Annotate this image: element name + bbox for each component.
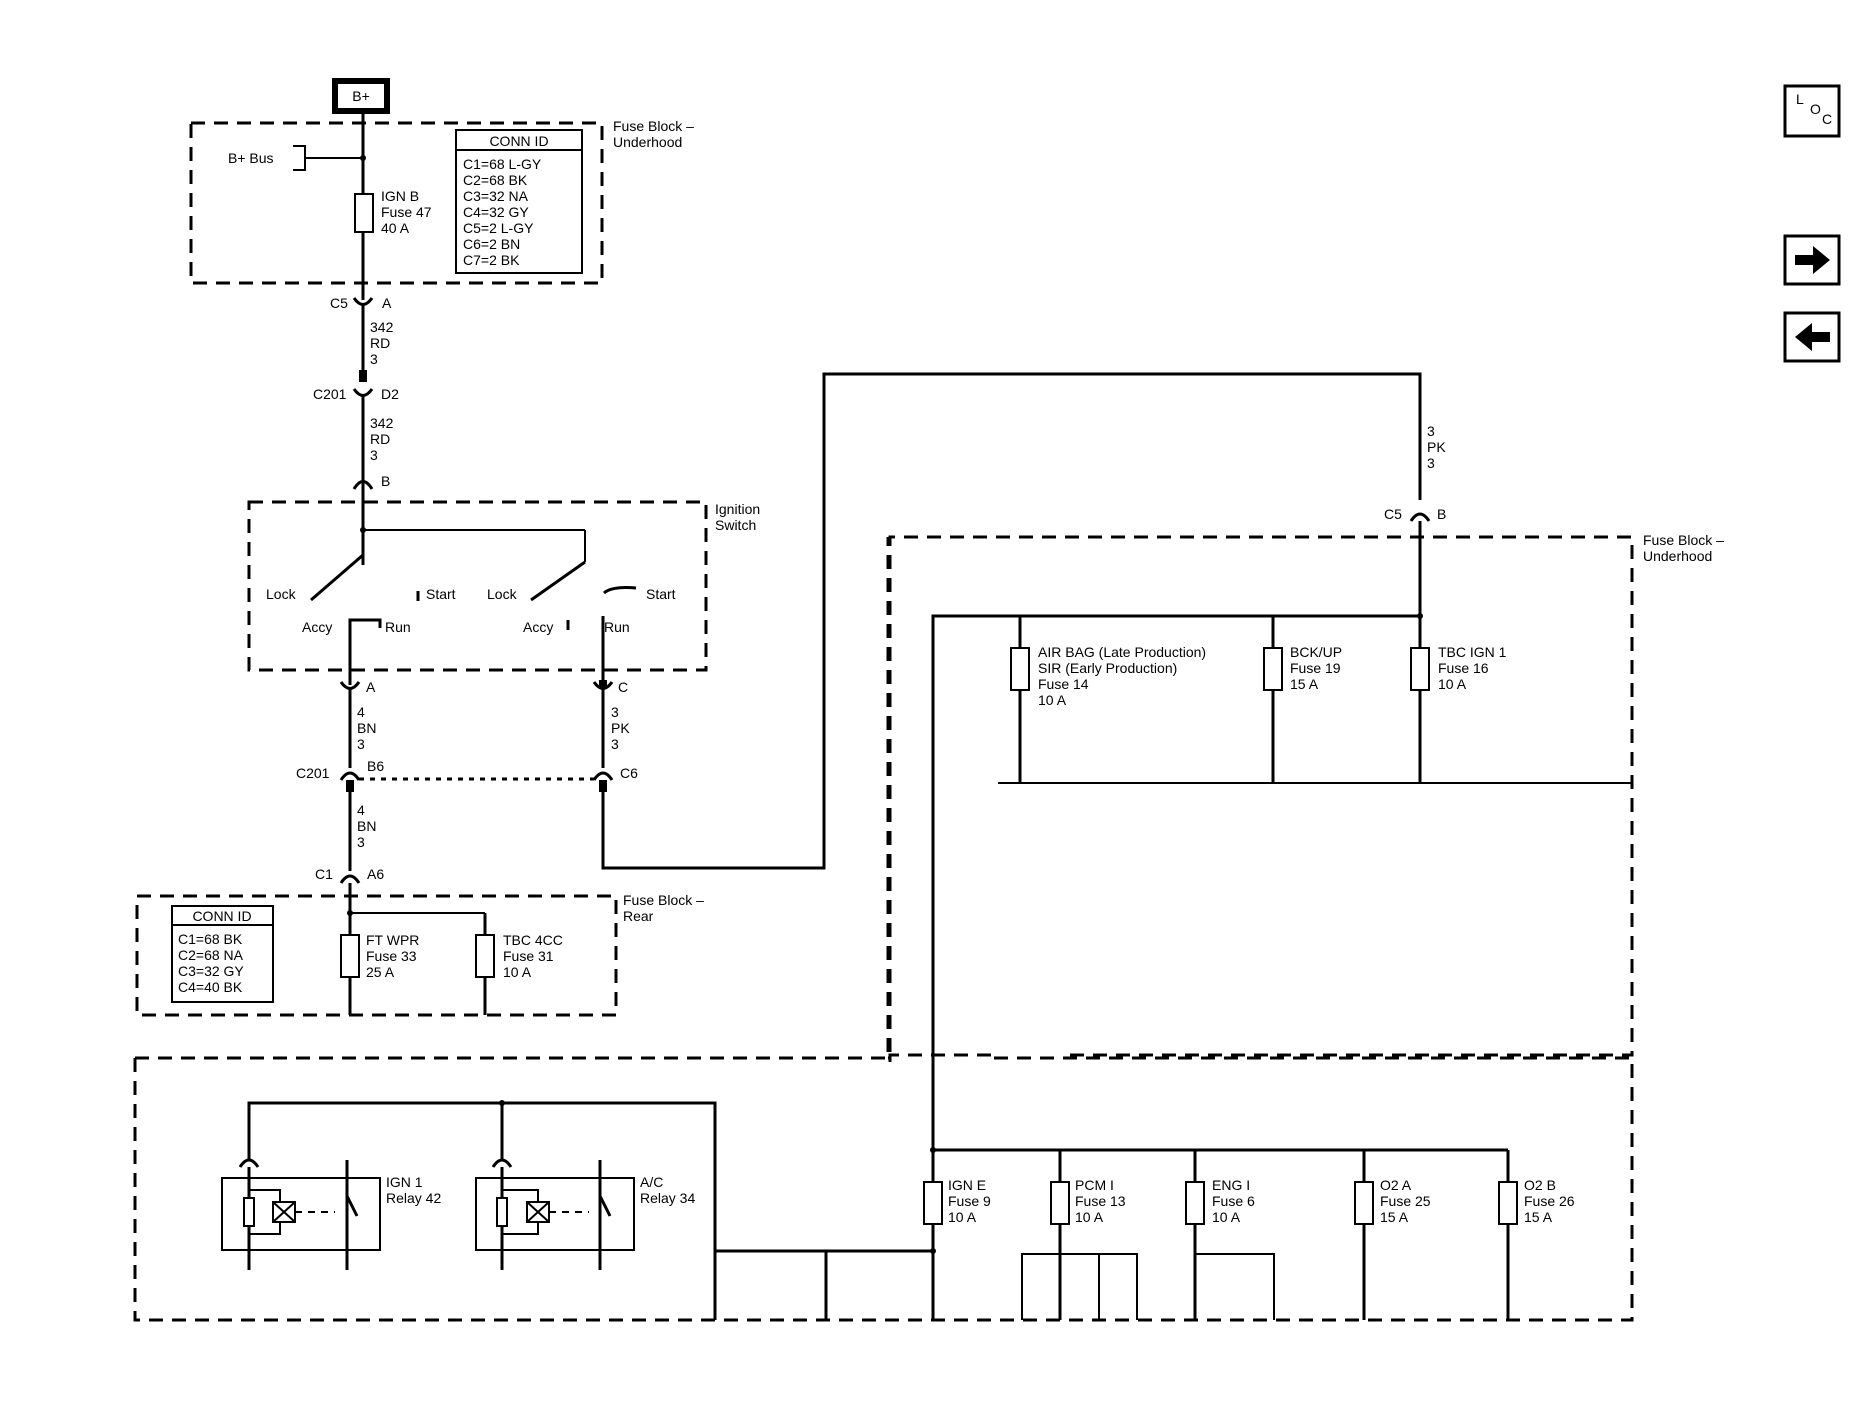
relay-ac-pin [491,1158,513,1168]
connector-c201-b6 [339,771,361,781]
fuse-air-bag [1010,647,1030,691]
relay-ign1-pin [238,1158,260,1168]
connector-c1-a6 [339,874,361,884]
fuse-block-rear-label: Fuse Block –Rear [623,892,704,924]
fuse-bck-up [1263,647,1283,691]
connector-c201-b6-label: C201 [296,765,330,781]
connector-c5-b-label: C5 [1384,506,1402,522]
fuse-air-bag-label: AIR BAG (Late Production)SIR (Early Prod… [1038,644,1206,708]
arrow-left-icon [1795,323,1830,351]
ignition-switch-block [247,500,708,672]
connector-switch-pin-c: C [618,679,628,695]
back-button[interactable] [1783,311,1841,363]
connector-c5-label: C5 [330,295,348,311]
connector-c5-pin-a: A [382,295,392,311]
loc-button[interactable]: L O C [1783,84,1841,138]
bplus-bus-label: B+ Bus [228,150,274,166]
switch-start-contact [603,586,637,595]
connector-c201-pin-b6: B6 [367,758,384,774]
switch-accy-label-2: Accy [523,619,553,635]
connector-c5-pin-b: B [1437,506,1446,522]
fuse-block-bottom [133,1056,1634,1322]
conn-id-title-top: CONN ID [489,133,548,149]
loc-letter-c: C [1822,111,1832,127]
fuse-tbc-ign-1 [1410,647,1430,691]
connector-pin-c6: C6 [620,765,638,781]
connector-c201-pin-d2: D2 [381,386,399,402]
fuse-block-underhood-top-label: Fuse Block –Underhood [613,118,694,150]
connector-c6 [592,771,614,781]
switch-lock-label-1: Lock [266,586,297,602]
relay-ac [475,1177,635,1251]
switch-start-label-1: Start [426,586,456,602]
battery-source-box [332,78,390,114]
connector-switch-a [339,681,361,690]
fuse-tbc-4cc [475,934,495,978]
wire-3pk-run [601,372,1422,870]
connector-c201-label: C201 [313,386,347,402]
conn-id-table-top [455,129,583,274]
connector-c1-pin-a6: A6 [367,866,384,882]
relay-ign-1 [221,1177,381,1251]
relay-supply-bus [247,1101,717,1320]
connector-c1-label: C1 [315,866,333,882]
switch-start-label-2: Start [646,586,676,602]
fuse-o2b [1498,1181,1518,1225]
fuse-block-rear [135,894,618,1017]
loc-letter-l: L [1796,91,1804,107]
battery-source-label: B+ [352,88,370,104]
fuse-pcm-i [1050,1181,1070,1225]
bus-bracket [293,145,306,171]
loc-letter-o: O [1810,101,1821,117]
conn-id-title-rear: CONN ID [192,908,251,924]
connector-switch-b [352,480,374,490]
arrow-right-icon [1795,246,1830,274]
fuse-eng-i [1185,1181,1205,1225]
switch-run-label-1: Run [385,619,411,635]
connector-c201-d2 [352,388,374,397]
connector-switch-pin-b: B [381,473,390,489]
switch-contact-accy-run [348,618,382,628]
connector-switch-pin-a: A [366,679,376,695]
switch-run-label-2: Run [604,619,630,635]
fuse-ign-e [923,1181,943,1225]
connector-c5-b [1409,512,1431,522]
forward-button[interactable] [1783,234,1841,286]
switch-lock-label-2: Lock [487,586,518,602]
switch-accy-label-1: Accy [302,619,332,635]
conn-id-table-rear [171,905,274,1003]
fuse-o2a [1354,1181,1374,1225]
fuse-block-underhood-right-label: Fuse Block –Underhood [1643,532,1724,564]
fuse-ft-wpr [340,934,360,978]
fuse-block-underhood-top [189,121,604,285]
fuse-ign-b [354,193,374,233]
bus-ign-feed [931,614,1420,1160]
